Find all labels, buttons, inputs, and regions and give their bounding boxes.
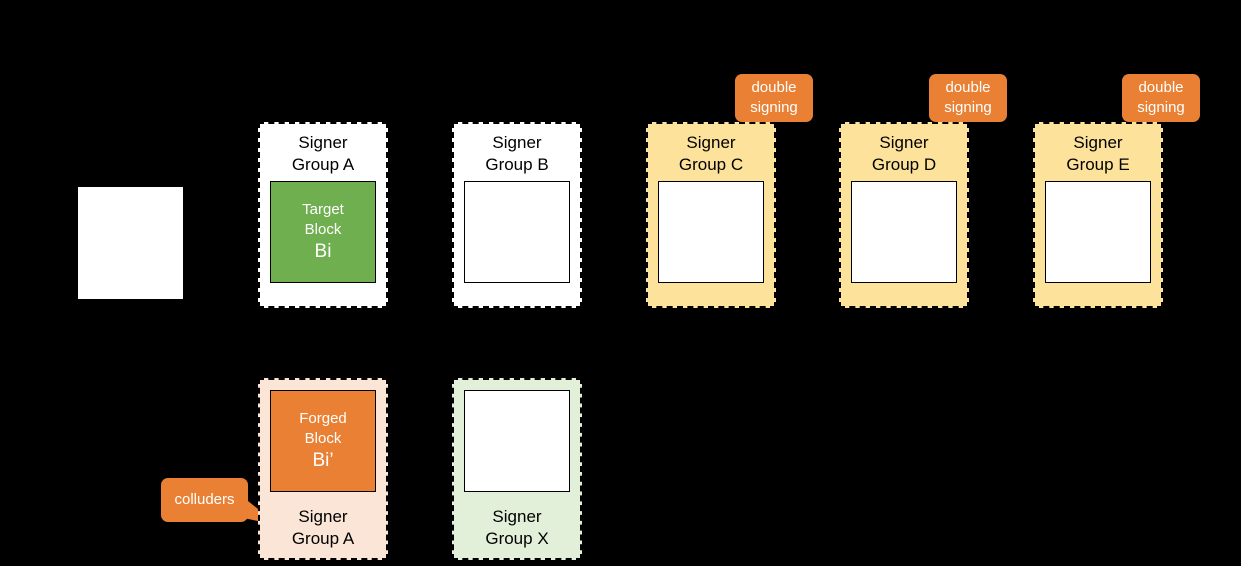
signer-group-e-label: Signer Group E bbox=[1066, 133, 1130, 174]
signer-group-b-label: Signer Group B bbox=[485, 133, 549, 174]
fork-merge-link bbox=[571, 296, 712, 441]
signer-group-b[interactable]: Signer Group B bbox=[452, 122, 582, 308]
forged-block-line-2: Block bbox=[304, 430, 342, 447]
callout-double-signing-e[interactable]: double signing bbox=[1122, 74, 1200, 122]
signer-group-c-label: Signer Group C bbox=[678, 133, 744, 174]
signer-group-a-fork-label: Signer Group A bbox=[291, 507, 355, 548]
signer-group-c[interactable]: Signer Group C bbox=[646, 122, 776, 308]
signer-group-x[interactable]: Signer Group X bbox=[452, 378, 582, 560]
block-group-x[interactable] bbox=[464, 390, 570, 492]
callout-double-signing-d[interactable]: double signing bbox=[929, 74, 1007, 122]
signer-group-d-label: Signer Group D bbox=[871, 133, 937, 174]
callout-double-signing-c[interactable]: double signing bbox=[735, 74, 813, 122]
target-block-id: Bi bbox=[314, 241, 332, 262]
signer-group-a-label: Signer Group A bbox=[291, 133, 355, 174]
block-group-b[interactable] bbox=[464, 181, 570, 283]
signer-group-a[interactable]: Signer Group A Target Block Bi bbox=[258, 122, 388, 308]
block-group-c[interactable] bbox=[658, 181, 764, 283]
forged-block-line-1: Forged bbox=[299, 410, 347, 427]
target-block-line-2: Block bbox=[304, 221, 342, 238]
signer-group-a-fork[interactable]: Forged Block Bi’ Signer Group A bbox=[258, 378, 388, 560]
forged-block-id: Bi’ bbox=[312, 450, 334, 471]
block-group-e[interactable] bbox=[1045, 181, 1151, 283]
callout-colluders[interactable]: colluders bbox=[161, 478, 248, 522]
signer-group-x-label: Signer Group X bbox=[485, 507, 549, 548]
signer-group-d[interactable]: Signer Group D bbox=[839, 122, 969, 308]
forged-block-bi-prime[interactable]: Forged Block Bi’ bbox=[270, 390, 376, 492]
block-group-d[interactable] bbox=[851, 181, 957, 283]
target-block-line-1: Target bbox=[302, 201, 344, 218]
signer-group-e[interactable]: Signer Group E bbox=[1033, 122, 1163, 308]
genesis-block bbox=[78, 187, 183, 299]
target-block-bi[interactable]: Target Block Bi bbox=[270, 181, 376, 283]
